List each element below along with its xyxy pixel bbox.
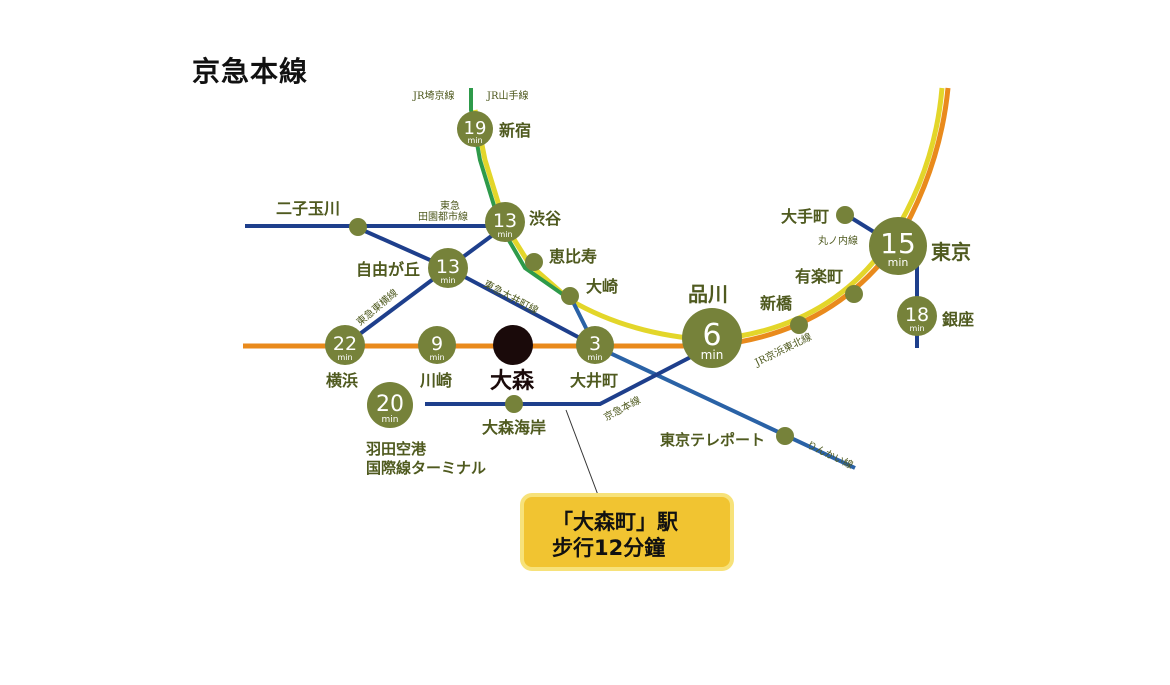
station-yurakucho[interactable] xyxy=(845,285,863,303)
station-ebisu[interactable] xyxy=(525,253,543,271)
label-tokyu-oimachi: 東急大井町線 xyxy=(482,277,541,317)
label-shinjuku: 新宿 xyxy=(499,121,531,140)
yamanote-line xyxy=(472,87,945,343)
svg-text:min: min xyxy=(382,415,399,425)
saikyo-line xyxy=(469,88,570,300)
station-shinjuku[interactable]: 19 min xyxy=(457,111,493,147)
callout-pointer xyxy=(565,409,599,496)
station-shinagawa[interactable]: 6 min xyxy=(682,308,742,368)
svg-text:6: 6 xyxy=(702,318,721,353)
label-omori: 大森 xyxy=(490,368,535,394)
station-tokyo-teleport[interactable] xyxy=(776,427,794,445)
station-shibuya[interactable]: 13 min xyxy=(485,202,525,242)
station-omori[interactable] xyxy=(493,325,533,365)
keikyu-airport-line xyxy=(425,344,713,406)
station-osaki[interactable] xyxy=(561,287,579,305)
label-osaki: 大崎 xyxy=(586,277,618,296)
svg-text:19: 19 xyxy=(464,118,487,139)
svg-text:min: min xyxy=(467,136,482,145)
label-tokyu-denentoshi-1: 東急 xyxy=(440,199,460,212)
station-shimbashi[interactable] xyxy=(790,316,808,334)
walk-callout: 「大森町」駅 步行12分鐘 xyxy=(520,493,734,571)
label-tokyo: 東京 xyxy=(931,240,971,264)
svg-text:min: min xyxy=(440,276,455,285)
station-oimachi[interactable]: 3 min xyxy=(576,326,614,364)
station-kawasaki[interactable]: 9 min xyxy=(418,326,456,364)
callout-line2: 步行12分鐘 xyxy=(552,536,666,560)
svg-text:20: 20 xyxy=(376,392,404,417)
station-omorikaigan[interactable] xyxy=(505,395,523,413)
station-ginza[interactable]: 18 min xyxy=(897,296,937,336)
label-haneda-2: 国際線ターミナル xyxy=(366,459,486,477)
station-haneda[interactable]: 20 min xyxy=(367,382,413,428)
label-jr-yamanote: JR山手線 xyxy=(486,89,529,102)
svg-text:13: 13 xyxy=(436,256,460,278)
station-futakotamagawa[interactable] xyxy=(349,218,367,236)
label-jr-saikyo: JR埼京線 xyxy=(412,89,455,102)
svg-text:13: 13 xyxy=(493,210,517,232)
svg-text:min: min xyxy=(909,324,924,333)
page-title: 京急本線 xyxy=(192,55,309,88)
label-ebisu: 恵比寿 xyxy=(549,247,597,266)
label-yokohama: 横浜 xyxy=(326,371,358,390)
label-jiyugaoka: 自由が丘 xyxy=(356,260,420,279)
svg-text:min: min xyxy=(497,230,512,239)
label-oimachi: 大井町 xyxy=(570,371,618,390)
station-jiyugaoka[interactable]: 13 min xyxy=(428,248,468,288)
label-rinkai: りんかい線 xyxy=(805,438,856,472)
label-shibuya: 渋谷 xyxy=(529,209,562,228)
label-tokyu-denentoshi-2: 田園都市線 xyxy=(418,210,468,223)
station-tokyo[interactable]: 15 min xyxy=(869,217,927,275)
label-shinagawa: 品川 xyxy=(688,282,728,306)
label-otemachi: 大手町 xyxy=(781,207,829,226)
label-shimbashi: 新橋 xyxy=(760,294,793,313)
svg-text:min: min xyxy=(337,353,352,362)
svg-text:min: min xyxy=(587,353,602,362)
label-yurakucho: 有楽町 xyxy=(795,267,843,286)
label-haneda-1: 羽田空港 xyxy=(366,440,427,458)
callout-line1: 「大森町」駅 xyxy=(552,510,678,534)
label-tokyo-teleport: 東京テレポート xyxy=(660,431,765,449)
label-ginza: 銀座 xyxy=(942,310,974,329)
label-kawasaki: 川崎 xyxy=(419,371,452,390)
label-futakotamagawa: 二子玉川 xyxy=(276,199,340,218)
svg-text:min: min xyxy=(701,348,724,362)
svg-text:min: min xyxy=(429,353,444,362)
svg-text:9: 9 xyxy=(431,333,443,355)
svg-text:18: 18 xyxy=(905,304,929,326)
svg-text:22: 22 xyxy=(333,333,357,355)
station-yokohama[interactable]: 22 min xyxy=(325,325,365,365)
svg-text:15: 15 xyxy=(880,227,916,260)
svg-text:min: min xyxy=(888,256,909,269)
station-otemachi[interactable] xyxy=(836,206,854,224)
svg-text:3: 3 xyxy=(589,333,601,355)
label-marunouchi: 丸ノ内線 xyxy=(818,234,858,247)
label-omorikaigan: 大森海岸 xyxy=(482,418,546,437)
